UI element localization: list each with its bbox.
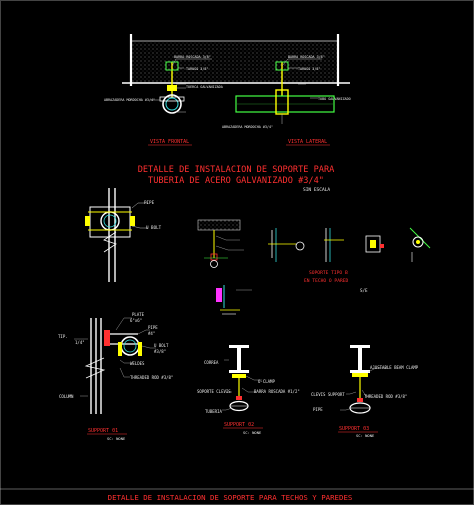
s01-threaded-rod: THREADED ROD #3/8" [130, 375, 173, 380]
label-abrazadera-lat: ABRAZADERA MORDOCHA #3/4" [222, 125, 273, 129]
footer-title: DETALLE DE INSTALACION DE SOPORTE PARA T… [108, 493, 353, 502]
s01-column: COLUMN [59, 394, 74, 399]
label-barra-lat: BARRA ROSCADA 3/8" [288, 55, 325, 59]
soporte-tipo-b-detail [268, 227, 431, 262]
title-vista-lateral: VISTA LATERAL [288, 139, 327, 145]
s01-scale: SC: NONE [107, 436, 126, 441]
s01-pipe-size: #4" [148, 331, 155, 336]
label-pipe-mid: PIPE [144, 200, 155, 205]
s01-title: SUPPORT 01 [88, 428, 118, 434]
s02-soporte-clevis: SOPORTE CLEVIS [197, 389, 231, 394]
wall-bracket-detail [85, 188, 148, 282]
title-vista-frontal: VISTA FRONTAL [150, 139, 189, 145]
s02-correa: CORREA [204, 360, 219, 365]
s01-plate: PLATE [132, 312, 145, 317]
main-title-line1: DETALLE DE INSTALACION DE SOPORTE PARA [138, 165, 335, 175]
support02-drawing [222, 345, 262, 412]
s02-title: SUPPORT 02 [224, 422, 254, 428]
support01-drawing [74, 317, 156, 414]
s02-tuberia: TUBERIA [205, 409, 222, 414]
lateral-hanger [235, 61, 335, 115]
main-title-line2: TUBERIA DE ACERO GALVANIZADO #3/4" [148, 176, 324, 186]
support03-labels: AJUSTABLE BEAM CLAMP CLEVIS SUPPORT THRE… [311, 365, 419, 412]
s03-scale: SC: NONE [356, 433, 375, 438]
view-titles: VISTA FRONTAL VISTA LATERAL [150, 139, 327, 145]
support02-labels: CORREA O-CLAMP SOPORTE CLEVIS BARRA ROSC… [197, 360, 300, 414]
slab-section [122, 34, 350, 86]
s01-u-bolt: U BOLT [154, 343, 169, 348]
soporte-b-title: SOPORTE TIPO B EN TECHO O PARED [304, 270, 348, 284]
s01-u-bolt-size: #3/8" [154, 349, 166, 354]
s01-weldes: WELDES [130, 361, 145, 366]
s01-tip: TIP. [58, 334, 68, 339]
frontal-hanger [159, 61, 185, 114]
s02-barra-roscada: BARRA ROSCADA #1/2" [254, 389, 300, 394]
title-soporte-tipo-b: SOPORTE TIPO B [309, 270, 348, 276]
main-scale: SIN ESCALA [303, 187, 330, 193]
s01-pipe: PIPE [148, 325, 158, 330]
support01-labels: PLATE 6"x6" PIPE #4" U BOLT #3/8" WELDES… [58, 312, 173, 399]
wall-bracket-labels: PIPE U BOLT [144, 200, 162, 230]
s02-o-clamp: O-CLAMP [258, 379, 275, 384]
s03-pipe: PIPE [313, 407, 323, 412]
support03-drawing [340, 345, 386, 414]
label-abrazadera-front: ABRAZADERA MORDOCHA #3/4" [104, 98, 155, 102]
s03-threaded-rod: THREADED ROD #3/8" [364, 394, 407, 399]
label-tarugo-front: TARUGO 3/8" [186, 67, 208, 71]
label-tarugo-lat: TARUGO 3/8" [298, 67, 320, 71]
main-title: DETALLE DE INSTALACION DE SOPORTE PARA T… [138, 165, 335, 186]
title-en-techo: EN TECHO O PARED [304, 278, 348, 284]
top-leaders [150, 58, 322, 124]
label-barra-front: BARRA ROSCADA 3/8" [174, 55, 211, 59]
label-tuerca-front: TUERCA GALVANIZADA [186, 85, 223, 89]
s02-scale: SC: NONE [243, 430, 262, 435]
soporte-b-scale: S/E [360, 288, 368, 293]
ceiling-detail [197, 219, 252, 315]
s03-title: SUPPORT 03 [339, 426, 369, 432]
s03-beam-clamp: AJUSTABLE BEAM CLAMP [370, 365, 419, 370]
s03-clevis: CLEVIS SUPPORT [311, 392, 345, 397]
top-labels: BARRA ROSCADA 3/8" TARUGO 3/8" TUERCA GA… [104, 55, 351, 129]
label-u-bolt-mid: U BOLT [146, 225, 162, 230]
label-tubo-lat: TUBO GALVANIZADO [318, 97, 351, 101]
s01-tip-size: 1/4" [75, 340, 85, 345]
s01-plate-size: 6"x6" [130, 318, 142, 323]
